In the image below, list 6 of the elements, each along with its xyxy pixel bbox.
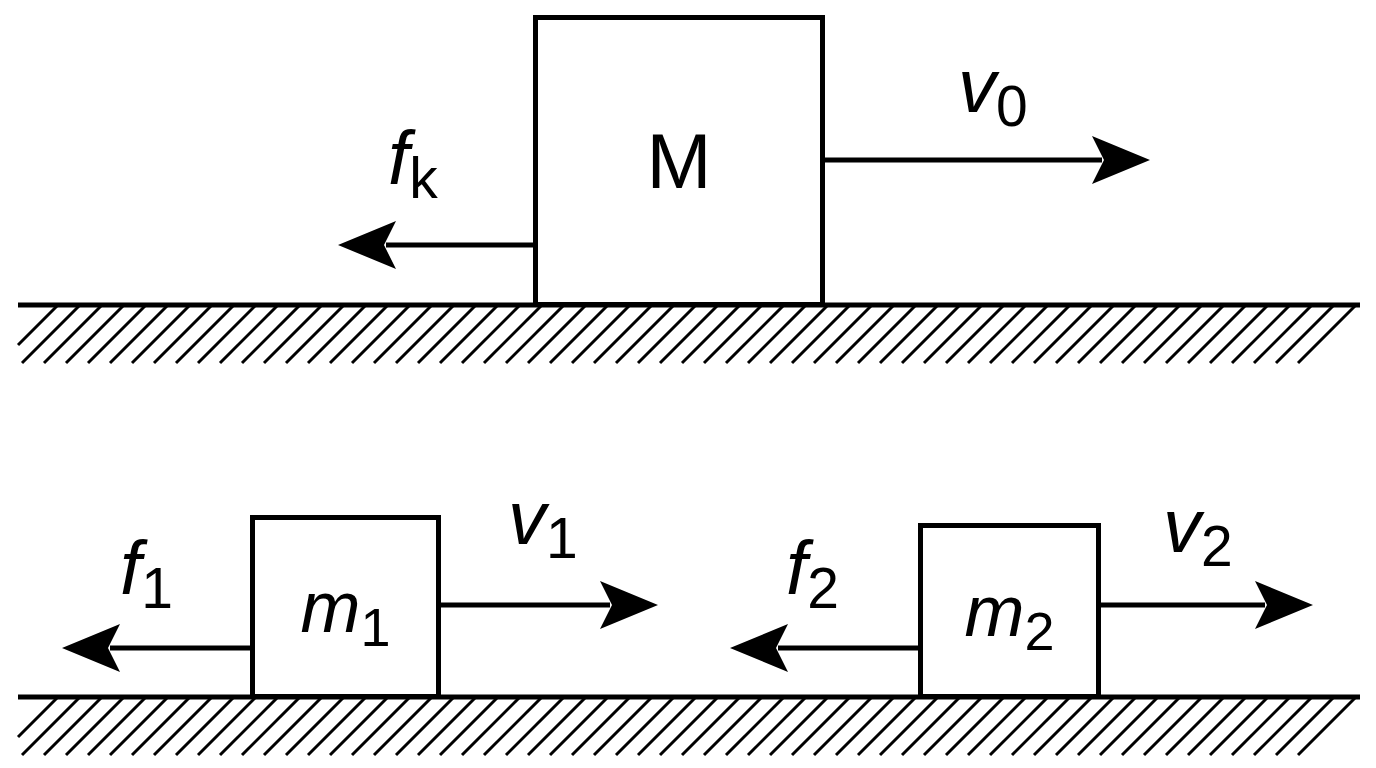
- vector-label: v$_{1}$: [508, 480, 578, 556]
- vector-label: f$_{k}$: [388, 120, 438, 196]
- vector-label: v$_{2}$: [1163, 488, 1233, 564]
- mass-label: M: [646, 122, 712, 200]
- vector-label: f$_{2}$: [786, 530, 839, 606]
- vector-label: f$_{1}$: [120, 530, 173, 606]
